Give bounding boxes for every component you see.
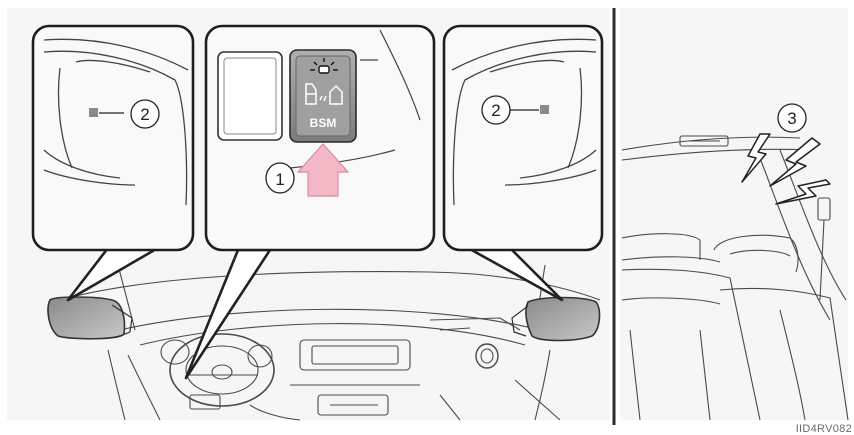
callout-label-radar: 3	[787, 109, 796, 128]
right-panel-background	[620, 8, 848, 420]
figure-id: IID4RV082	[796, 423, 852, 435]
adjacent-blank-switch	[218, 52, 282, 140]
callout-label-left-mirror: 2	[140, 105, 149, 124]
callout-label-button: 1	[275, 170, 284, 189]
bsm-button-label: BSM	[310, 116, 337, 130]
left-mirror-callout: 2	[33, 26, 193, 250]
bsm-button-callout: BSM 1	[206, 26, 434, 250]
left-mirror-indicator	[89, 108, 98, 117]
right-mirror-indicator	[540, 105, 549, 114]
callout-label-right-mirror: 2	[491, 101, 500, 120]
right-mirror-callout: 2	[444, 26, 602, 250]
